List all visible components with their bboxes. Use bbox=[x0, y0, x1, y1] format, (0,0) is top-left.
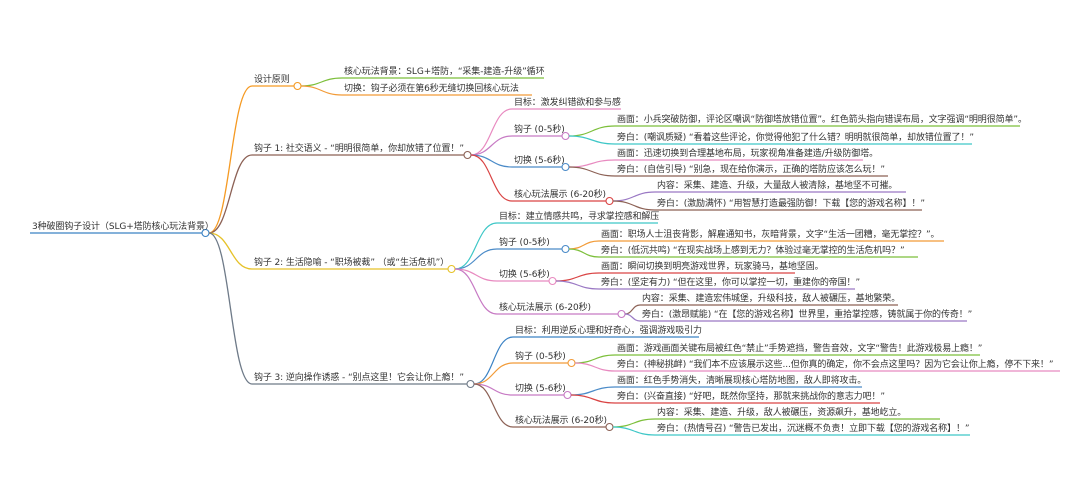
subtopic-node-3-2 bbox=[561, 244, 570, 254]
branch-topic-3: 钩子 2: 生活隐喻 - “职场被裁” （或“生活危机”） bbox=[254, 258, 450, 268]
detail-4-2-1: 画面：游戏画面关键布局被红色“禁止”手势遮挡，警告音效，文字“警告！此游戏极易上… bbox=[617, 344, 983, 354]
branch-topic-1: 设计原则 bbox=[254, 75, 290, 85]
detail-connector-2-3-2 bbox=[568, 166, 616, 177]
detail-connector-2-2-2 bbox=[568, 135, 616, 145]
detail-3-2-2: 旁白：(低沉共鸣) “在现实战场上感到无力？体验过毫无掌控的生活危机吗？” bbox=[601, 246, 905, 256]
subtopic-connector-3-4 bbox=[454, 268, 498, 315]
branch-topic-4: 钩子 3: 逆向操作诱惑 - “别点这里！它会让你上瘾！” bbox=[254, 373, 464, 383]
detail-2-3-1: 画面：迅速切换到合理基地布局，玩家视角准备建造/升级防御塔。 bbox=[617, 149, 879, 159]
detail-2-2-2: 旁白：(嘲讽质疑) “看着这些评论，你觉得他犯了什么错？明明就很简单，却放错位置… bbox=[617, 133, 974, 143]
subtopic-connector-4-1 bbox=[473, 336, 514, 385]
root-topic: 3种破圈钩子设计（SLG+塔防核心玩法背景） bbox=[32, 222, 214, 232]
subtopic-3-3: 切换 (5-6秒) bbox=[499, 270, 550, 280]
branch-node-1 bbox=[293, 81, 302, 91]
branch-topic-2: 钩子 1: 社交语义 - “明明很简单，你却放错了位置！” bbox=[254, 144, 464, 154]
detail-3-4-2: 旁白：(激昂赋能) “在【您的游戏名称】世界里，重拾掌控感，铸就属于你的传奇！” bbox=[642, 310, 973, 320]
subtopic-2-2: 钩子 (0-5秒) bbox=[514, 125, 565, 135]
branch-connector-2 bbox=[208, 154, 253, 234]
subtopic-connector-4-4 bbox=[473, 383, 514, 428]
detail-connector-4-4-1 bbox=[612, 418, 656, 428]
detail-connector-4-4-2 bbox=[612, 426, 656, 436]
subtopic-node-4-4 bbox=[605, 422, 614, 432]
branch-connector-4 bbox=[208, 232, 253, 385]
detail-4-4-2: 旁白：(热情号召) “警告已发出，沉迷概不负责！立即下载【您的游戏名称】！” bbox=[657, 424, 970, 434]
detail-4-3-2: 旁白：(兴奋直接) “好吧，既然你坚持，那就来挑战你的意志力吧！” bbox=[617, 392, 885, 402]
detail-connector-2-2-1 bbox=[568, 125, 616, 137]
branch-node-2 bbox=[463, 150, 472, 160]
subtopic-node-4-2 bbox=[567, 358, 576, 368]
subtopic-connector-2-4 bbox=[470, 154, 513, 202]
subtopic-4-2: 钩子 (0-5秒) bbox=[515, 352, 566, 362]
detail-3-3-2: 旁白：(坚定有力) “但在这里，你可以掌控一切，重建你的帝国！” bbox=[601, 278, 861, 288]
detail-2-2-1: 画面：小兵突破防御，评论区嘲讽“防御塔放错位置”。红色箭头指向错误布局，文字强调… bbox=[617, 115, 1027, 125]
detail-3-4-1: 内容：采集、建造宏伟城堡，升级科技，敌人被碾压，基地繁荣。 bbox=[642, 294, 901, 304]
detail-4-2-2: 旁白：(神秘挑衅) “我们本不应该展示这些...但你真的确定，你不会点这里吗？因… bbox=[617, 360, 1054, 370]
detail-4-4-1: 内容：采集、建造、升级，敌人被碾压，资源飙升，基地屹立。 bbox=[657, 408, 907, 418]
detail-connector-3-4-2 bbox=[624, 313, 641, 322]
subtopic-node-2-4 bbox=[605, 196, 614, 206]
detail-connector-3-3-1 bbox=[555, 272, 600, 282]
subtopic-node-3-3 bbox=[548, 276, 557, 286]
subtopic-2-3: 切换 (5-6秒) bbox=[514, 156, 565, 166]
detail-4-3-1: 画面：红色手势消失，清晰展现核心塔防地图，敌人即将攻击。 bbox=[617, 376, 867, 386]
detail-2-4-1: 内容：采集、建造、升级，大量敌人被清除，基地坚不可摧。 bbox=[657, 181, 898, 191]
subtopic-1-2: 切换：钩子必须在第6秒无缝切换回核心玩法 bbox=[344, 84, 519, 94]
subtopic-connector-1-2 bbox=[300, 85, 343, 96]
detail-connector-3-4-1 bbox=[624, 304, 641, 315]
detail-connector-2-4-2 bbox=[612, 200, 656, 211]
subtopic-connector-4-2 bbox=[473, 362, 514, 385]
detail-connector-4-2-1 bbox=[574, 354, 616, 364]
detail-connector-4-2-2 bbox=[574, 362, 616, 372]
subtopic-3-2: 钩子 (0-5秒) bbox=[499, 238, 550, 248]
detail-connector-3-2-1 bbox=[568, 240, 600, 250]
detail-connector-3-2-2 bbox=[568, 248, 600, 258]
detail-connector-4-3-2 bbox=[570, 394, 616, 404]
detail-3-3-1: 画面：瞬间切换到明亮游戏世界，玩家骑马，基地坚固。 bbox=[601, 262, 824, 272]
subtopic-connector-3-1 bbox=[454, 222, 498, 270]
subtopic-connector-1-1 bbox=[300, 77, 343, 87]
subtopic-4-4: 核心玩法展示 (6-20秒) bbox=[515, 416, 607, 426]
branch-connector-1 bbox=[208, 85, 253, 234]
subtopic-3-1: 目标：建立情感共鸣，寻求掌控感和解压 bbox=[499, 212, 660, 222]
branch-connector-3 bbox=[208, 232, 253, 270]
subtopic-4-3: 切换 (5-6秒) bbox=[515, 384, 566, 394]
subtopic-2-4: 核心玩法展示 (6-20秒) bbox=[514, 190, 606, 200]
subtopic-connector-2-1 bbox=[470, 108, 513, 156]
detail-connector-2-4-1 bbox=[612, 191, 656, 202]
subtopic-1-1: 核心玩法背景：SLG+塔防，“采集-建造-升级”循环 bbox=[344, 67, 545, 77]
subtopic-node-3-4 bbox=[617, 309, 626, 319]
detail-2-4-2: 旁白：(激励满怀) “用智慧打造最强防御！下载【您的游戏名称】！” bbox=[657, 199, 925, 209]
subtopic-connector-2-2 bbox=[470, 135, 513, 156]
detail-connector-2-3-1 bbox=[568, 159, 616, 168]
detail-connector-3-3-2 bbox=[555, 280, 600, 290]
branch-node-4 bbox=[466, 379, 475, 389]
subtopic-2-1: 目标：激发纠错欲和参与感 bbox=[514, 98, 621, 108]
detail-2-3-2: 旁白：(自信引导) “别急，现在给你演示，正确的塔防应该怎么玩！” bbox=[617, 165, 885, 175]
detail-3-2-1: 画面：职场人士沮丧背影，解雇通知书，灰暗背景，文字“生活一团糟，毫无掌控？”。 bbox=[601, 230, 940, 240]
subtopic-3-4: 核心玩法展示 (6-20秒) bbox=[499, 303, 591, 313]
detail-connector-4-3-1 bbox=[570, 386, 616, 396]
subtopic-connector-3-2 bbox=[454, 248, 498, 270]
subtopic-4-1: 目标：利用逆反心理和好奇心，强调游戏吸引力 bbox=[515, 326, 702, 336]
